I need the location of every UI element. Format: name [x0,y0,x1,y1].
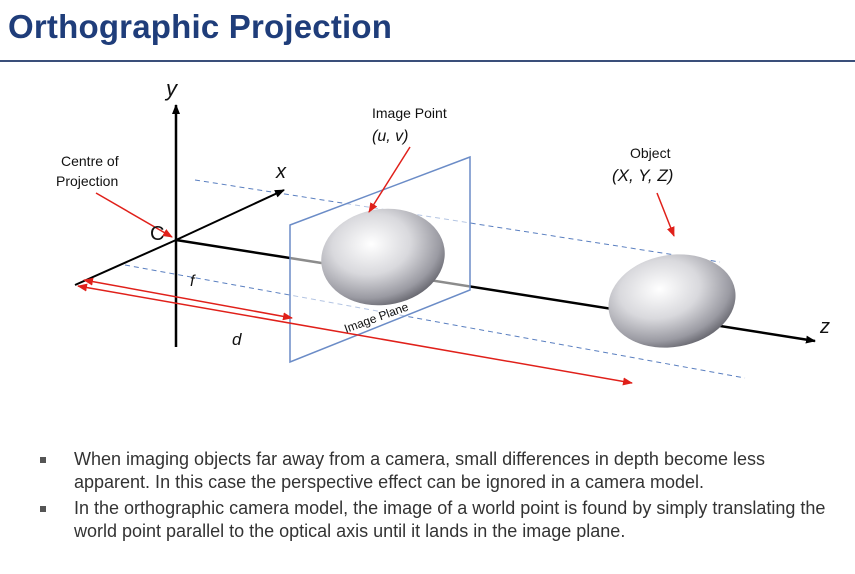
image-point-coords: (u, v) [372,128,408,145]
z-axis-label: z [819,316,830,338]
x-axis-label: x [275,161,287,183]
page-title: Orthographic Projection [8,8,393,45]
image-egg [321,208,445,306]
centre-of-projection-label-line2: Projection [56,173,118,189]
image-point-label: Image Point [372,105,447,121]
object-label: Object [630,145,671,161]
bullet-list: When imaging objects far away from a cam… [38,448,838,546]
bullet-marker [40,457,46,463]
centre-pointer-arrow [95,192,173,238]
bullet-item: When imaging objects far away from a cam… [38,448,838,494]
centre-of-projection-label-line1: Centre of [61,153,119,169]
y-axis-label: y [164,76,179,101]
base-line [74,239,177,286]
object-coords: (X, Y, Z) [612,166,673,185]
title-divider [0,60,855,62]
bullet-marker [40,506,46,512]
object-egg [608,254,736,348]
orthographic-projection-diagram: y x z C f d Centre of Projection Image P… [56,76,830,386]
image-point-pointer-arrow [368,146,411,213]
focal-length-label: f [190,273,196,290]
distance-arrow [77,283,633,386]
object-pointer-arrow [656,192,675,237]
focal-length-arrow [83,277,293,321]
bullet-item: In the orthographic camera model, the im… [38,497,838,543]
centre-point-label: C [150,223,164,245]
bullet-text: In the orthographic camera model, the im… [74,498,826,541]
x-axis [175,189,285,241]
distance-label: d [232,330,242,349]
bullet-text: When imaging objects far away from a cam… [74,449,765,492]
